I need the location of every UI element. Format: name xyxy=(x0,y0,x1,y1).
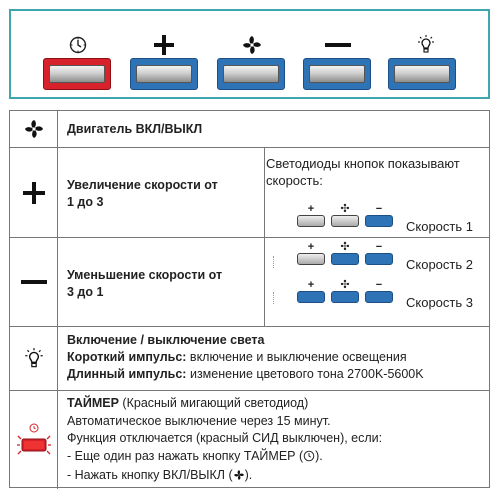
plus-icon xyxy=(149,33,179,57)
speed-down-button[interactable] xyxy=(303,58,371,90)
led-symbol: + xyxy=(307,279,315,291)
lightbulb-icon xyxy=(10,327,58,390)
lightbulb-icon xyxy=(411,33,441,57)
timer-text: ТАЙМЕР (Красный мигающий светодиод) Авто… xyxy=(67,395,487,487)
light-short-text: включение и выключение освещения xyxy=(186,350,407,364)
led-plus: + xyxy=(297,242,325,265)
led-minus: − xyxy=(365,204,393,227)
light-long: Длинный импульс: изменение цветового тон… xyxy=(67,366,487,383)
speed-up-text: Увеличение скорости от 1 до 3 xyxy=(67,177,257,211)
speed-up-row: Увеличение скорости от 1 до 3 xyxy=(10,147,489,237)
motor-row: Двигатель ВКЛ/ВЫКЛ xyxy=(10,111,489,147)
timer-title-rest: (Красный мигающий светодиод) xyxy=(118,396,309,410)
column-divider xyxy=(264,147,265,326)
timer-line3: Функция отключается (красный СИД выключе… xyxy=(67,431,383,445)
led-symbol: + xyxy=(307,241,315,253)
connector-dots xyxy=(273,256,274,268)
timer-title-line: ТАЙМЕР (Красный мигающий светодиод) xyxy=(67,395,487,413)
light-text: Включение / выключение света Короткий им… xyxy=(67,332,487,383)
speed-up-button[interactable] xyxy=(130,58,198,90)
speed-3-leds: + ✣ − xyxy=(297,280,393,303)
speed-down-text: Уменьшение скорости от 3 до 1 xyxy=(67,267,257,301)
leds-note: Светодиоды кнопок показывают скорость: xyxy=(266,155,488,189)
timer-line4: - Еще один раз нажать кнопку ТАЙМЕР (). xyxy=(67,448,487,468)
speed-2-leds: + ✣ − xyxy=(297,242,393,265)
light-row: Включение / выключение света Короткий им… xyxy=(10,326,489,390)
led-fan: ✣ xyxy=(331,280,359,303)
light-button[interactable] xyxy=(388,58,456,90)
led-symbol: − xyxy=(375,203,383,215)
light-short: Короткий импульс: включение и выключение… xyxy=(67,349,487,366)
led-plus: + xyxy=(297,204,325,227)
light-long-text: изменение цветового тона 2700K-5600K xyxy=(186,367,424,381)
led-symbol: + xyxy=(307,203,315,215)
led-minus: − xyxy=(365,280,393,303)
speed-down-line2: 3 до 1 xyxy=(67,285,104,299)
speed-down-line1: Уменьшение скорости от xyxy=(67,268,223,282)
leds-note-line2: скорость: xyxy=(266,173,323,188)
connector-dots xyxy=(273,292,274,304)
clock-icon xyxy=(63,33,93,57)
led-symbol: ✣ xyxy=(340,241,350,253)
timer-line4-end: ). xyxy=(315,448,323,463)
led-symbol: ✣ xyxy=(340,203,350,215)
timer-line2: Автоматическое выключение через 15 минут… xyxy=(67,413,331,428)
led-minus: − xyxy=(365,242,393,265)
fan-icon xyxy=(233,469,245,487)
control-panel xyxy=(9,9,490,99)
led-symbol: − xyxy=(375,241,383,253)
function-table: Двигатель ВКЛ/ВЫКЛ Увеличение скорости о… xyxy=(9,110,490,489)
light-short-label: Короткий импульс: xyxy=(67,350,187,364)
timer-title: ТАЙМЕР xyxy=(67,396,119,410)
minus-icon xyxy=(10,238,58,326)
motor-label: Двигатель ВКЛ/ВЫКЛ xyxy=(67,122,203,136)
timer-row: ТАЙМЕР (Красный мигающий светодиод) Авто… xyxy=(10,390,489,489)
light-long-label: Длинный импульс: xyxy=(67,367,187,381)
speed-3-label: Скорость 3 xyxy=(406,295,473,310)
speed-down-row: Уменьшение скорости от 3 до 1 xyxy=(10,237,489,326)
timer-line5-text: - Нажать кнопку ВКЛ/ВЫКЛ ( xyxy=(67,468,233,482)
light-title: Включение / выключение света xyxy=(67,333,265,347)
timer-button[interactable] xyxy=(43,58,111,90)
plus-icon xyxy=(10,148,58,237)
motor-button[interactable] xyxy=(217,58,285,90)
fan-icon xyxy=(237,33,267,57)
speed-1-label: Скорость 1 xyxy=(406,219,473,234)
led-plus: + xyxy=(297,280,325,303)
timer-line5-end: ). xyxy=(244,468,253,482)
led-symbol: − xyxy=(375,279,383,291)
timer-indicator-icon xyxy=(10,391,58,489)
leds-note-line1: Светодиоды кнопок показывают xyxy=(266,156,460,171)
minus-icon xyxy=(323,33,353,57)
timer-line4-text: - Еще один раз нажать кнопку ТАЙМЕР ( xyxy=(67,448,304,463)
timer-line5: - Нажать кнопку ВКЛ/ВЫКЛ (). xyxy=(67,467,487,487)
speed-1-leds: + ✣ − xyxy=(297,204,393,227)
led-fan: ✣ xyxy=(331,204,359,227)
speed-2-label: Скорость 2 xyxy=(406,257,473,272)
led-symbol: ✣ xyxy=(340,279,350,291)
speed-up-line1: Увеличение скорости от xyxy=(67,178,218,192)
clock-icon xyxy=(303,450,315,468)
led-fan: ✣ xyxy=(331,242,359,265)
speed-up-line2: 1 до 3 xyxy=(67,195,104,209)
fan-icon xyxy=(10,111,58,147)
